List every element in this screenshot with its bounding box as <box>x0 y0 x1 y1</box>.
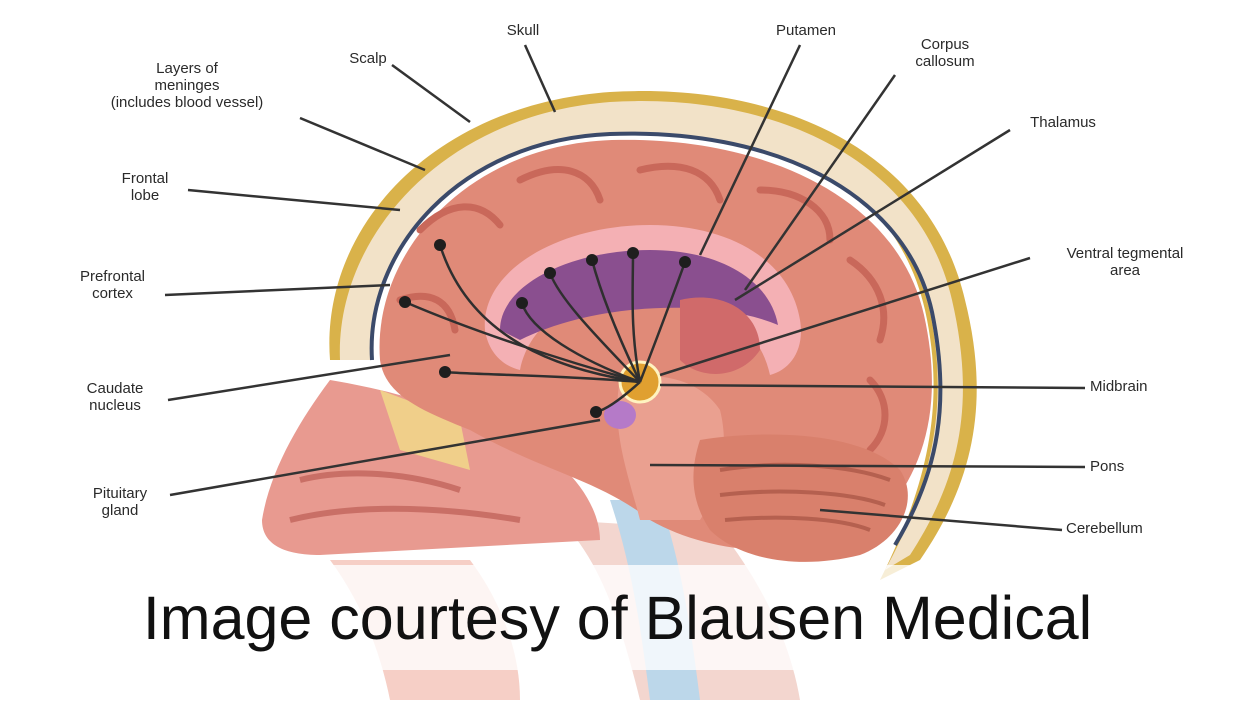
label-corpus-callosum: Corpus callosum <box>915 36 975 70</box>
face-region <box>262 380 600 555</box>
label-frontal-lobe: Frontal lobe <box>121 170 169 204</box>
dopamine-pathways <box>404 244 687 414</box>
label-layers-of-meninges: Layers of meninges (includes blood vesse… <box>110 60 264 111</box>
label-caudate-nucleus: Caudate nucleus <box>86 380 144 414</box>
label-pons: Pons <box>1090 458 1125 475</box>
corpus-callosum <box>484 225 801 375</box>
label-ventral-tegmental-area: Ventral tegmental area <box>1066 245 1184 279</box>
caption-band <box>0 565 1235 670</box>
label-putamen: Putamen <box>775 22 837 39</box>
pituitary-shape <box>604 401 636 429</box>
label-skull: Skull <box>506 22 540 39</box>
image-credit-caption: Image courtesy of Blausen Medical <box>142 584 1093 652</box>
pathway-terminals <box>399 239 691 418</box>
label-scalp: Scalp <box>349 50 387 67</box>
label-thalamus: Thalamus <box>1030 114 1096 131</box>
label-prefrontal-cortex: Prefrontal cortex <box>79 268 146 302</box>
thalamus <box>680 297 760 374</box>
label-midbrain: Midbrain <box>1090 378 1148 395</box>
leader-lines <box>164 44 1086 532</box>
meninges-layer <box>369 131 943 547</box>
label-pituitary-gland: Pituitary gland <box>92 485 148 519</box>
label-cerebellum: Cerebellum <box>1066 520 1143 537</box>
